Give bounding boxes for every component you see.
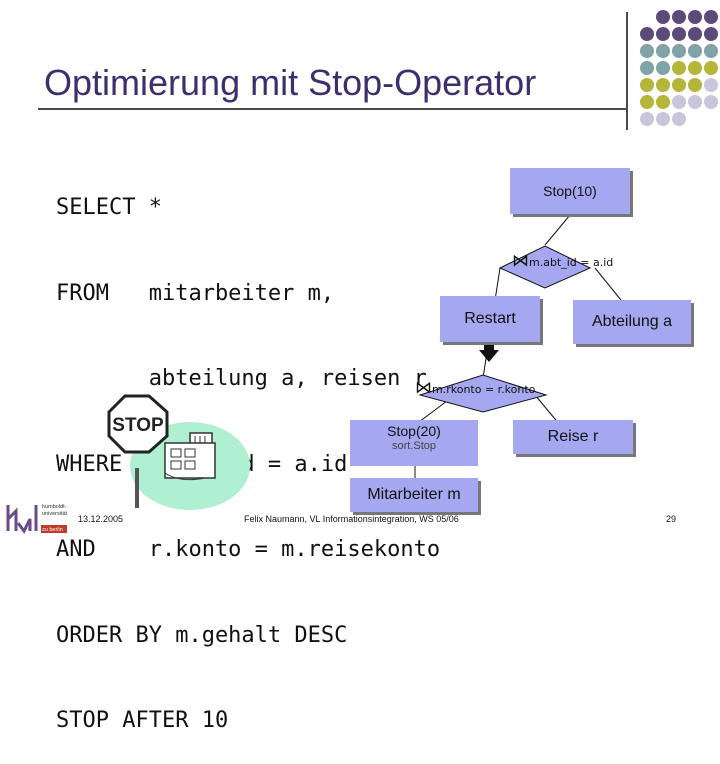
stop-20-sublabel: sort.Stop bbox=[350, 440, 478, 452]
stop-20-label: Stop(20) bbox=[350, 420, 478, 439]
stop-sign-clipart: STOP bbox=[105, 388, 250, 513]
restart-box: Restart bbox=[440, 296, 540, 342]
abteilung-box: Abteilung a bbox=[573, 300, 691, 344]
join-mid-label: ⋈m.rkonto = r.konto bbox=[415, 378, 535, 398]
logo-text-line: humboldt- bbox=[42, 504, 67, 510]
university-logo: humboldt- universität zu berlin bbox=[4, 497, 72, 537]
footer-page-number: 29 bbox=[666, 514, 676, 524]
join-predicate: m.abt_id = a.id bbox=[529, 256, 613, 269]
join-icon: ⋈ bbox=[512, 251, 529, 270]
stop-10-box: Stop(10) bbox=[510, 168, 630, 214]
footer-author: Felix Naumann, VL Informationsintegratio… bbox=[244, 514, 459, 524]
stop-20-box: Stop(20) sort.Stop bbox=[350, 420, 478, 466]
sql-line: AND r.konto = m.reisekonto bbox=[56, 536, 440, 565]
join-predicate: m.rkonto = r.konto bbox=[432, 383, 535, 396]
footer-date: 13.12.2005 bbox=[78, 514, 123, 524]
logo-text-line: universität bbox=[42, 511, 68, 517]
join-top-label: ⋈m.abt_id = a.id bbox=[512, 251, 613, 271]
join-icon: ⋈ bbox=[415, 378, 432, 397]
logo-text-line: zu berlin bbox=[42, 527, 63, 533]
stop-sign-text: STOP bbox=[112, 415, 164, 436]
mitarbeiter-box: Mitarbeiter m bbox=[350, 478, 478, 512]
sql-line: STOP AFTER 10 bbox=[56, 707, 440, 736]
reise-box: Reise r bbox=[513, 420, 633, 454]
sql-line: ORDER BY m.gehalt DESC bbox=[56, 622, 440, 651]
